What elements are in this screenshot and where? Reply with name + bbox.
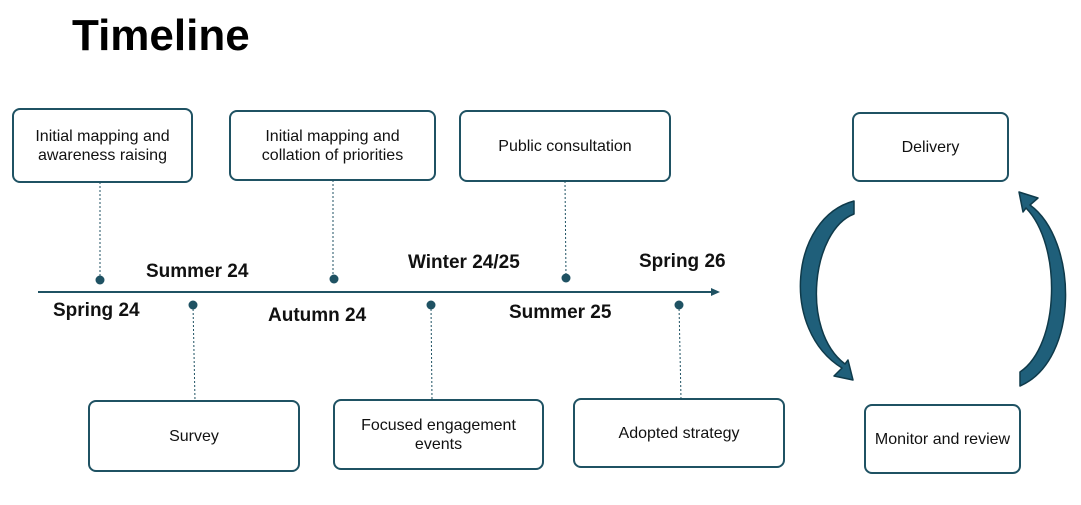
period-label-autumn24: Autumn 24 [268, 305, 367, 326]
timeline-dot-spring24 [95, 275, 105, 285]
connector-public-consultation [564, 180, 567, 279]
activity-survey: Survey [88, 400, 300, 472]
period-label-winter2425: Winter 24/25 [408, 252, 520, 273]
timeline-dot-spring26 [674, 300, 684, 310]
connector-adopted-strategy [678, 304, 682, 400]
connector-focused-engagement [430, 304, 433, 401]
timeline-dot-winter2425 [426, 300, 436, 310]
activity-public-consultation: Public consultation [459, 110, 671, 182]
cycle-monitor-review: Monitor and review [864, 404, 1021, 474]
period-label-summer24: Summer 24 [146, 261, 249, 282]
timeline-arrowhead [711, 288, 720, 296]
activity-initial-mapping-awareness: Initial mapping and awareness raising [12, 108, 193, 183]
period-label-spring26: Spring 26 [639, 251, 726, 272]
page-title: Timeline [72, 11, 250, 60]
cycle-delivery: Delivery [852, 112, 1009, 182]
connector-survey [192, 304, 196, 402]
activity-initial-mapping-collation: Initial mapping and collation of priorit… [229, 110, 436, 181]
period-label-spring24: Spring 24 [53, 300, 140, 321]
timeline-dot-summer24 [188, 300, 198, 310]
activity-focused-engagement: Focused engagement events [333, 399, 544, 470]
activity-adopted-strategy: Adopted strategy [573, 398, 785, 468]
timeline-dot-autumn24 [329, 274, 339, 284]
period-label-summer25: Summer 25 [509, 302, 612, 323]
timeline-dot-summer25 [561, 273, 571, 283]
cycle-arrow-down-icon [799, 200, 855, 381]
cycle-arrow-up-icon [1018, 191, 1067, 387]
